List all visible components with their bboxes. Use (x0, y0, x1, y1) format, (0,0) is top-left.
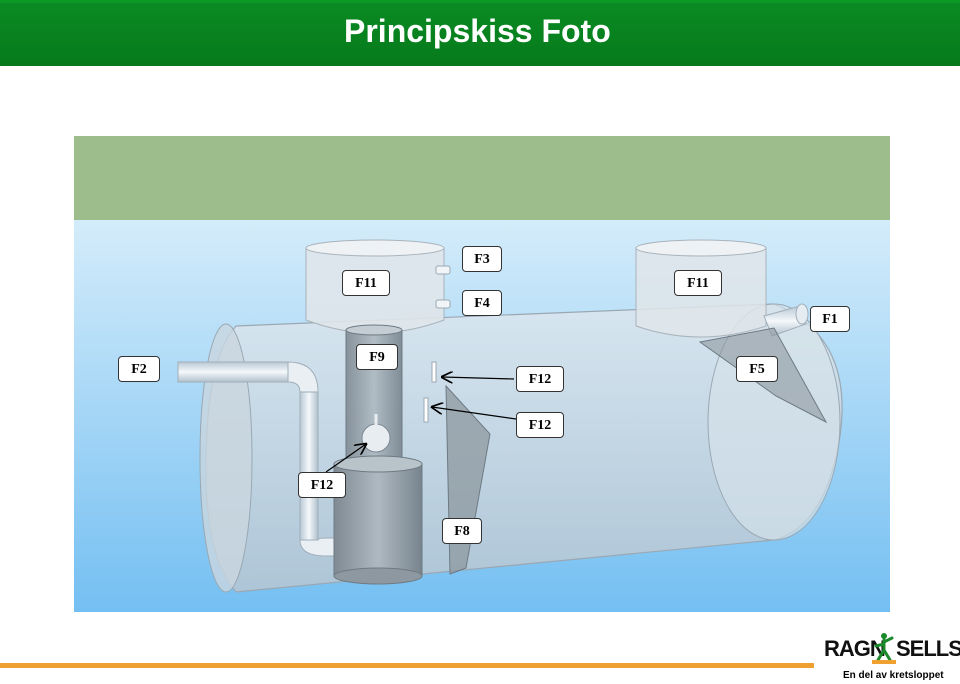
label-f12-mid: F12 (516, 412, 564, 438)
label-f11-right: F11 (674, 270, 722, 296)
label-f12-top: F12 (516, 366, 564, 392)
logo-text-right: SELLS (896, 636, 960, 661)
label-f11-left: F11 (342, 270, 390, 296)
page-title: Principskiss Foto (344, 13, 611, 49)
inlet-pipe (177, 361, 289, 383)
logo-tagline: En del av kretsloppet (843, 670, 944, 681)
tank-diagram (74, 136, 890, 612)
label-f3: F3 (462, 246, 502, 272)
tank-illustration (74, 136, 890, 612)
label-f5: F5 (736, 356, 778, 382)
float-ball (361, 423, 391, 453)
probe-lower (423, 397, 429, 423)
label-f1: F1 (810, 306, 850, 332)
nozzle-f3 (435, 265, 451, 275)
ground-band (74, 136, 890, 220)
probe-upper (431, 361, 437, 383)
arrow-f12-mid (432, 407, 517, 420)
arrow-f12-top (442, 377, 515, 379)
title-bar: Principskiss Foto (0, 0, 960, 66)
logo-text-left: RAGN (824, 636, 886, 661)
sump-cylinder (333, 463, 423, 577)
label-f2: F2 (118, 356, 160, 382)
arrow-f12-left (325, 444, 366, 473)
label-f12-left: F12 (298, 472, 346, 498)
footer-rule (0, 663, 814, 668)
nozzle-f4 (435, 299, 451, 309)
tank-left-cap (199, 323, 253, 593)
label-f4: F4 (462, 290, 502, 316)
ragn-sells-logo: RAGN SELLS (824, 632, 960, 666)
logo-figure-icon (872, 633, 896, 664)
label-f9: F9 (356, 344, 398, 370)
inlet-down-pipe (299, 391, 319, 541)
label-f8: F8 (442, 518, 482, 544)
